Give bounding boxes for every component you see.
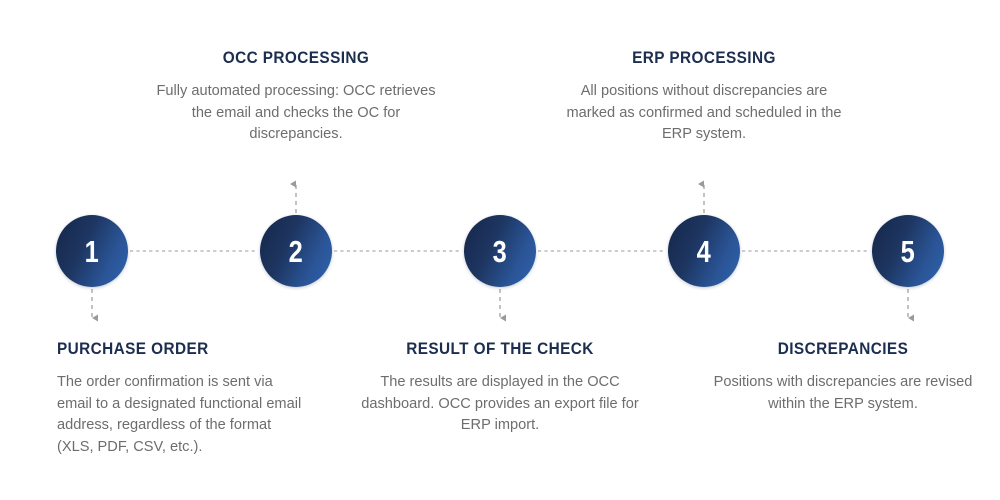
step-title-4: ERP PROCESSING (632, 49, 776, 67)
step-text-block-3: RESULT OF THE CHECK The results are disp… (355, 340, 645, 437)
step-body-3: The results are displayed in the OCC das… (361, 374, 639, 433)
step-title-5: DISCREPANCIES (777, 340, 909, 358)
step-title-1: PURCHASE ORDER (57, 340, 209, 358)
step-number-1: 1 (84, 233, 100, 269)
step-text-block-5: DISCREPANCIES Positions with discrepanci… (700, 340, 986, 415)
step-node-3[interactable]: 3 (464, 215, 536, 287)
step-number-5: 5 (900, 233, 916, 269)
step-node-2[interactable]: 2 (260, 215, 332, 287)
step-number-4: 4 (696, 233, 712, 269)
step-number-2: 2 (288, 233, 304, 269)
step-node-1[interactable]: 1 (56, 215, 128, 287)
step-node-4[interactable]: 4 (668, 215, 740, 287)
step-node-5[interactable]: 5 (872, 215, 944, 287)
step-body-5: Positions with discrepancies are revised… (713, 374, 973, 412)
step-body-2: Fully automated processing: OCC retrieve… (156, 83, 436, 142)
step-text-block-4: ERP PROCESSING All positions without dis… (559, 49, 849, 146)
step-text-block-2: OCC PROCESSING Fully automated processin… (156, 49, 436, 146)
step-body-1: The order confirmation is sent via email… (57, 374, 302, 455)
step-number-3: 3 (492, 233, 508, 269)
step-body-4: All positions without discrepancies are … (566, 83, 842, 142)
step-title-2: OCC PROCESSING (222, 49, 370, 67)
step-text-block-1: PURCHASE ORDER The order confirmation is… (57, 340, 307, 458)
step-title-3: RESULT OF THE CHECK (406, 340, 594, 358)
